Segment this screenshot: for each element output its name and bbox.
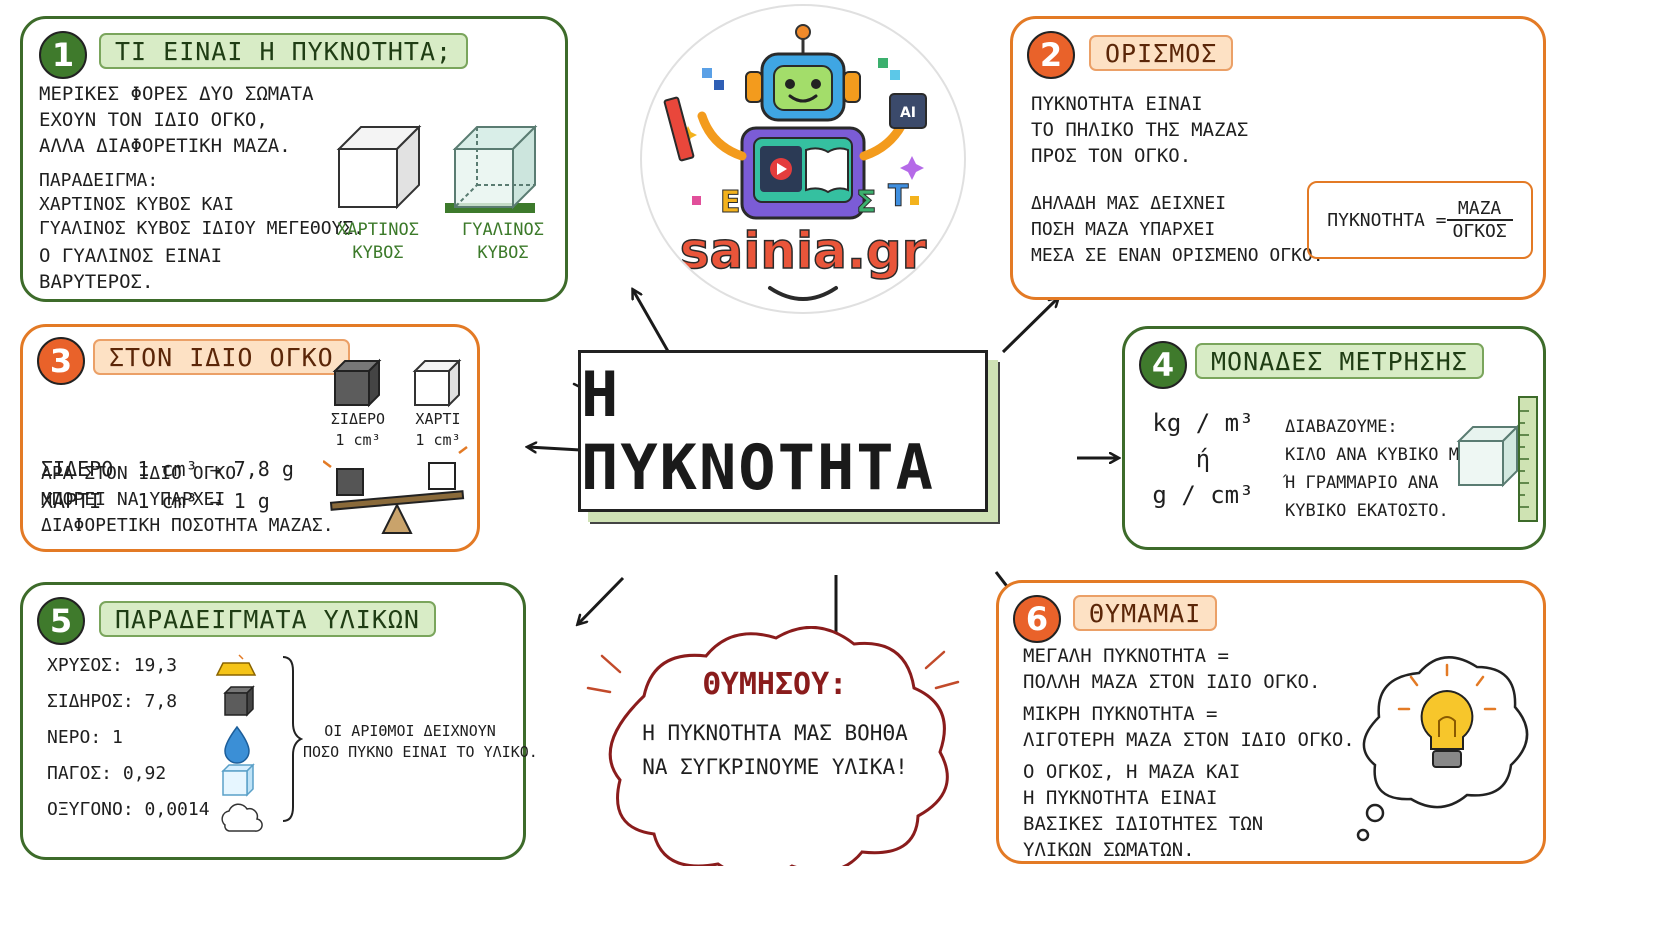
water-drop-icon	[224, 725, 250, 764]
panel-title: ΜΟΝΑΔΕΣ ΜΕΤΡΗΣΗΣ	[1195, 343, 1484, 379]
panel-title: ΣΤΟΝ ΙΔΙΟ ΟΓΚΟ	[93, 339, 350, 375]
panel-title: ΤΙ ΕΙΝΑΙ Η ΠΥΚΝΟΤΗΤΑ;	[99, 33, 469, 69]
panel-number-badge: 1	[39, 31, 87, 79]
logo-letter-t: T	[888, 179, 909, 214]
panel-number-badge: 3	[37, 337, 85, 385]
remember-title: ΘΥΜΗΣΟΥ:	[702, 667, 848, 702]
logo-brand-text: sainia.gr	[680, 222, 927, 280]
arrow-to-panel-2	[1001, 298, 1058, 354]
gold-bar-icon	[215, 654, 257, 676]
panel-what-is-density: 1 ΤΙ ΕΙΝΑΙ Η ΠΥΚΝΟΤΗΤΑ; ΜΕΡΙΚΕΣ ΦΟΡΕΣ ΔΥ…	[20, 16, 568, 302]
iron-block-icon	[223, 685, 255, 717]
formula-denominator: ΟΓΚΟΣ	[1452, 221, 1507, 242]
lightbulb-icon	[1397, 663, 1497, 768]
panel-remember-facts: 6 ΘΥΜΑΜΑΙ ΜΕΓΑΛΗ ΠΥΚΝΟΤΗΤΑ =ΠΟΛΛΗ ΜΑΖΑ Σ…	[996, 580, 1546, 864]
logo-letter-sigma: Σ	[856, 185, 877, 220]
low-density-text: ΜΙΚΡΗ ΠΥΚΝΟΤΗΤΑ =ΛΙΓΟΤΕΡΗ ΜΑΖΑ ΣΤΟΝ ΙΔΙΟ…	[1023, 703, 1355, 751]
list-item: ΟΞΥΓΟΝΟ: 0,0014	[47, 799, 210, 820]
arrow-to-panel-1	[633, 290, 675, 361]
list-item: ΧΡΥΣΟΣ: 19,3	[47, 655, 178, 676]
panel-number-badge: 5	[37, 597, 85, 645]
panel-number-badge: 4	[1139, 341, 1187, 389]
ice-cube-icon	[221, 763, 255, 797]
ai-chip-label: AI	[900, 105, 916, 121]
central-title: Η ΠΥΚΝΟΤΗΤΑ	[581, 358, 935, 504]
paper-cube-icon	[336, 124, 422, 210]
logo-letter-e: E	[720, 185, 741, 220]
panel-title: ΟΡΙΣΜΟΣ	[1089, 35, 1234, 71]
formula-fraction: ΜΑΖΑ ΟΓΚΟΣ	[1446, 198, 1513, 242]
balance-scale-icon	[323, 446, 468, 534]
arrow-to-panel-5	[578, 576, 625, 624]
formula-numerator: ΜΑΖΑ	[1446, 198, 1513, 221]
glass-cube-icon	[445, 124, 538, 213]
list-item: ΝΕΡΟ: 1	[47, 727, 123, 748]
thought-bubble-lightbulb-icon	[1356, 656, 1529, 842]
panel-material-examples: 5 ΠΑΡΑΔΕΙΓΜΑΤΑ ΥΛΙΚΩΝ ΧΡΥΣΟΣ: 19,3 ΣΙΔΗΡ…	[20, 582, 538, 860]
remember-cloud	[586, 626, 960, 866]
sainia-logo: AI E Σ T sainia.gr	[640, 4, 966, 314]
paper-cube-icon	[412, 358, 462, 408]
list-item: ΠΑΓΟΣ: 0,92	[47, 763, 167, 784]
panel-number-badge: 2	[1027, 31, 1075, 79]
list-item: ΣΙΔΗΡΟΣ: 7,8	[47, 691, 178, 712]
high-density-text: ΜΕΓΑΛΗ ΠΥΚΝΟΤΗΤΑ =ΠΟΛΛΗ ΜΑΖΑ ΣΤΟΝ ΙΔΙΟ Ο…	[1023, 645, 1321, 693]
density-formula-box: ΠΥΚΝΟΤΗΤΑ = ΜΑΖΑ ΟΓΚΟΣ	[1307, 181, 1533, 259]
material-icons	[215, 654, 263, 832]
iron-cube-icon	[332, 358, 382, 408]
robot-illustration: AI E Σ T sainia.gr	[663, 24, 927, 301]
panel-number-badge: 6	[1013, 595, 1061, 643]
panel-title: ΘΥΜΑΜΑΙ	[1073, 595, 1218, 631]
cube-and-ruler-icon	[1456, 396, 1538, 522]
cubes-and-balance-icons	[323, 358, 468, 534]
central-title-box: Η ΠΥΚΝΟΤΗΤΑ	[578, 350, 988, 512]
panel-title: ΠΑΡΑΔΕΙΓΜΑΤΑ ΥΛΙΚΩΝ	[99, 601, 436, 637]
material-list: ΧΡΥΣΟΣ: 19,3 ΣΙΔΗΡΟΣ: 7,8 ΝΕΡΟ: 1 ΠΑΓΟΣ:…	[47, 653, 227, 833]
paper-and-glass-cube-icons	[336, 124, 538, 213]
curly-brace	[282, 656, 303, 822]
formula-lhs: ΠΥΚΝΟΤΗΤΑ =	[1327, 209, 1447, 231]
cloud-icon	[221, 803, 263, 832]
